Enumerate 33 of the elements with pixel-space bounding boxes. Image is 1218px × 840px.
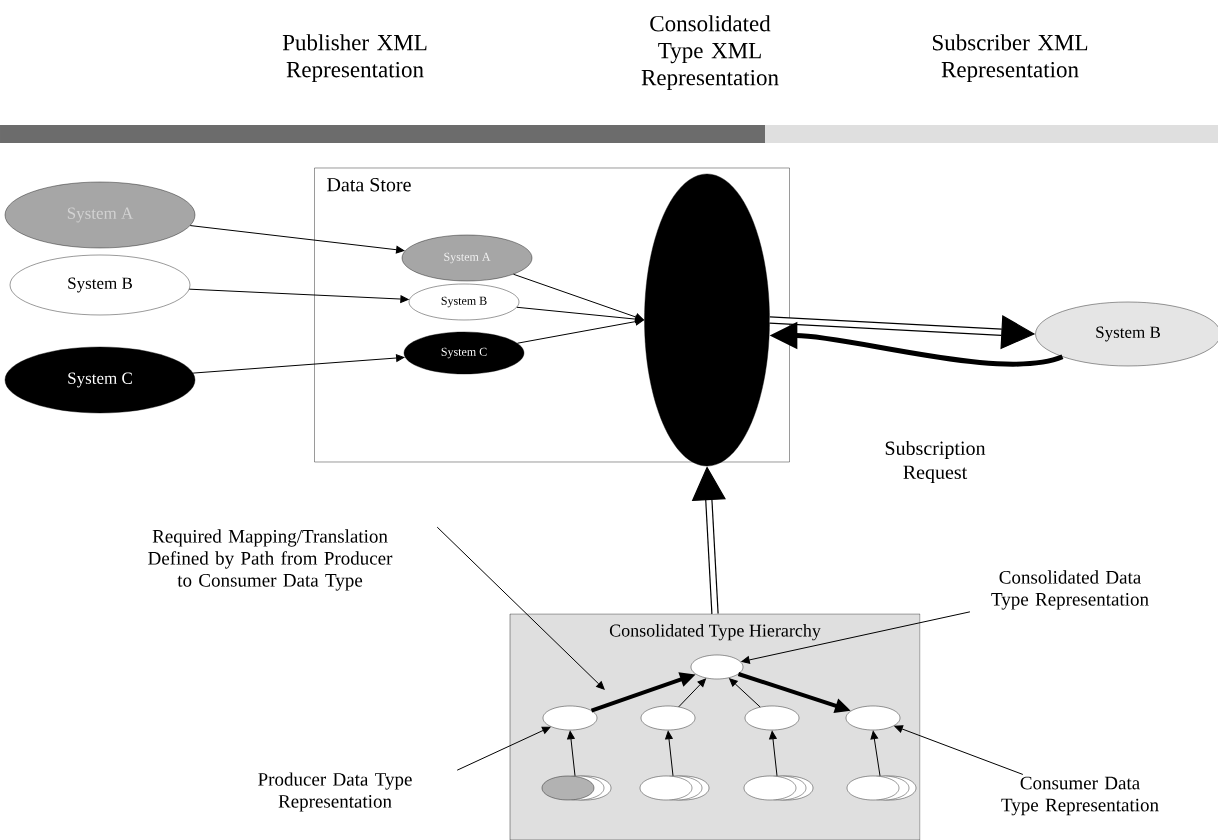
type-ellipse: [845, 705, 901, 731]
arrow: [769, 730, 778, 777]
leader-line: [741, 611, 971, 664]
leader-text: Required Mapping/Translation Defined by Path from Producer to Consumer Data Type: [148, 529, 393, 591]
arrow: [691, 466, 726, 614]
arrow: [516, 317, 644, 344]
arrow: [567, 730, 576, 777]
arrow: [678, 678, 706, 708]
stacked-ellipses: [541, 775, 612, 801]
column-heading: Publisher XML Representation: [282, 34, 427, 83]
type-ellipse: [640, 705, 696, 731]
leader-line: [456, 726, 551, 771]
leader-line: [436, 526, 605, 690]
leader-text: Producer Data Type Representation: [258, 772, 412, 812]
arrow: [188, 288, 409, 303]
arrow: [729, 678, 761, 708]
stacked-ellipses: [846, 775, 917, 801]
leader-text: Consumer Data Type Representation: [1001, 776, 1159, 816]
type-ellipse: [542, 705, 598, 731]
arrow: [870, 730, 881, 777]
type-ellipse: [690, 654, 744, 680]
data-store-ellipse: [644, 173, 770, 467]
leader-line: [894, 725, 1024, 775]
column-heading: Subscriber XML Representation: [932, 34, 1088, 83]
arrow: [665, 730, 674, 777]
arrow: [192, 354, 405, 374]
stacked-ellipses: [743, 775, 814, 801]
arrow: [189, 225, 405, 254]
leader-text: Consolidated Data Type Representation: [991, 570, 1149, 610]
edge-label: Subscription Request: [869, 439, 1001, 485]
column-heading: Consolidated Type XML Representation: [641, 15, 779, 91]
type-ellipse: [744, 705, 800, 731]
stacked-ellipses: [639, 775, 710, 801]
